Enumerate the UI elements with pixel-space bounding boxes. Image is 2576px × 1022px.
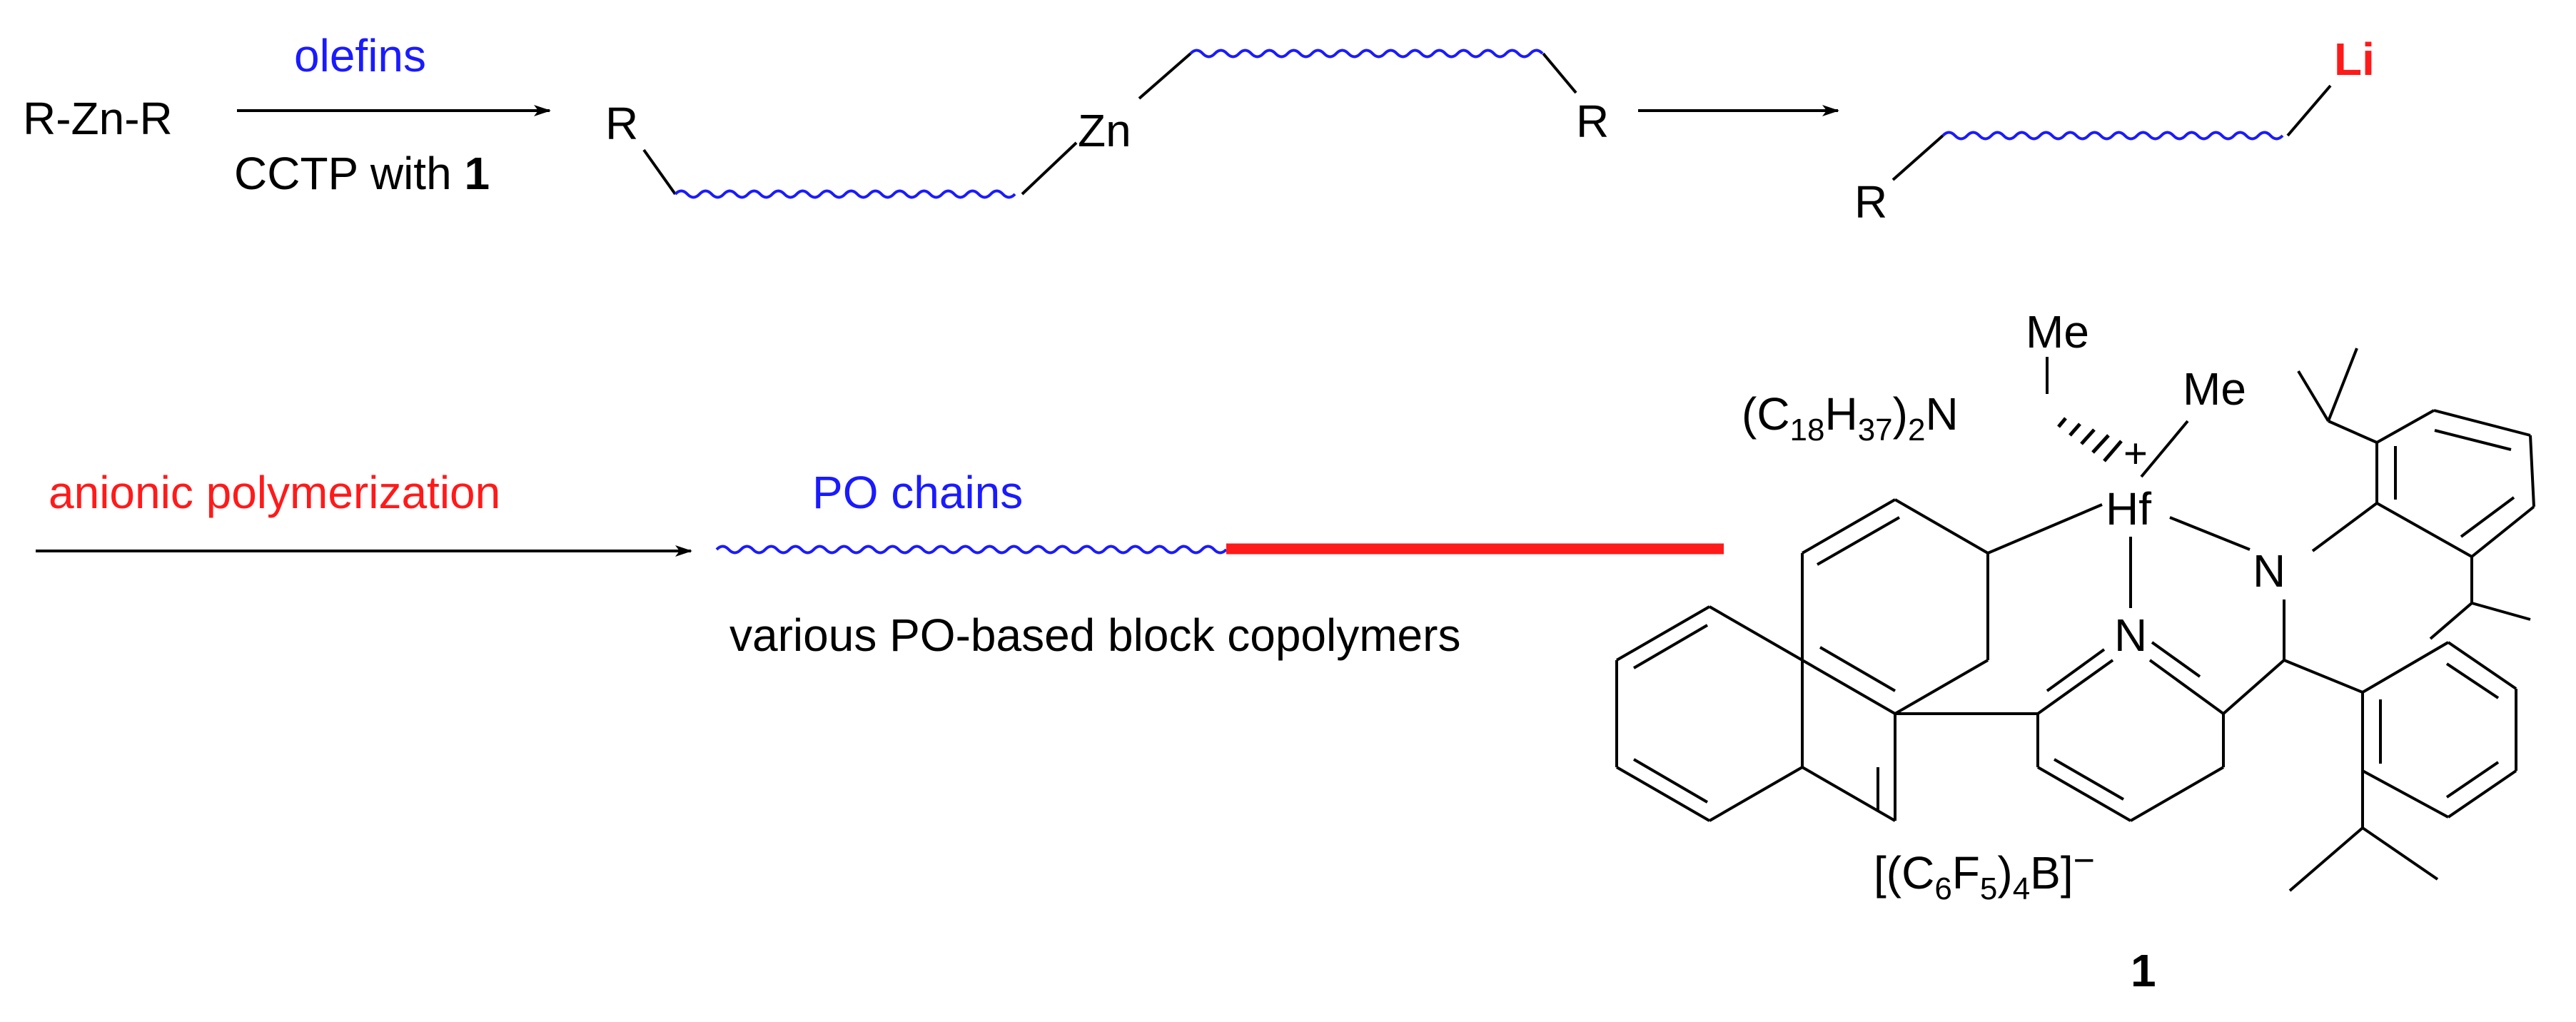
bond-hf-namido xyxy=(2169,516,2251,551)
intermediate-r-left: R xyxy=(605,98,638,149)
catalyst-number-label: 1 xyxy=(2131,945,2156,996)
li-label: Li xyxy=(2334,34,2375,85)
charge-plus: + xyxy=(2123,430,2148,477)
bond-pyridine-ch xyxy=(2222,659,2285,715)
product-r: R xyxy=(1854,176,1887,228)
cctp-condition: CCTP with 1 xyxy=(234,148,490,199)
amine-me-label: Me xyxy=(2026,306,2089,358)
hashed-bond-n-hf xyxy=(2057,417,2123,462)
catalyst-ref: 1 xyxy=(464,148,490,199)
wavy-chain-left xyxy=(674,189,1016,199)
bond-zn-chain-right xyxy=(1138,52,1192,100)
block-copolymer-caption: various PO-based block copolymers xyxy=(729,609,1460,661)
po-chains-label: PO chains xyxy=(812,467,1023,518)
wavy-chain-product xyxy=(1941,131,2284,141)
pyridine-ring xyxy=(2036,641,2225,822)
pyridine-n-label: N xyxy=(2114,609,2147,661)
bond-r-chain-left xyxy=(642,148,677,196)
amido-n-label: N xyxy=(2253,545,2285,597)
wavy-chain-right xyxy=(1189,49,1544,59)
bond-naphthyl-hf xyxy=(1987,503,2103,555)
amine-substituent: (C18H37)2N xyxy=(1742,388,1959,447)
bond-ch-aryl xyxy=(2283,659,2363,694)
bond-n-dipp xyxy=(2311,502,2378,552)
bond-chain-r-right xyxy=(1542,52,1577,94)
hf-label: Hf xyxy=(2106,483,2151,535)
bond-chain-zn-left xyxy=(1021,141,1078,196)
reactant-label: R-Zn-R xyxy=(23,93,173,144)
hf-me-label: Me xyxy=(2183,363,2246,415)
zn-label: Zn xyxy=(1078,105,1131,156)
counter-anion: [(C6F5)4B]− xyxy=(1874,840,2095,906)
intermediate-r-right: R xyxy=(1576,96,1609,147)
anionic-label: anionic polymerization xyxy=(49,467,500,518)
wavy-po-chain xyxy=(715,545,1228,555)
bond-hf-me xyxy=(2140,420,2189,478)
isopropylphenyl-ring xyxy=(2288,641,2517,892)
bond-chain-li xyxy=(2286,84,2332,137)
olefins-label: olefins xyxy=(294,30,426,81)
diisopropylphenyl-ring xyxy=(2297,348,2535,640)
naphthyl-ring xyxy=(1615,498,1989,822)
bond-r-chain-product xyxy=(1891,134,1944,181)
